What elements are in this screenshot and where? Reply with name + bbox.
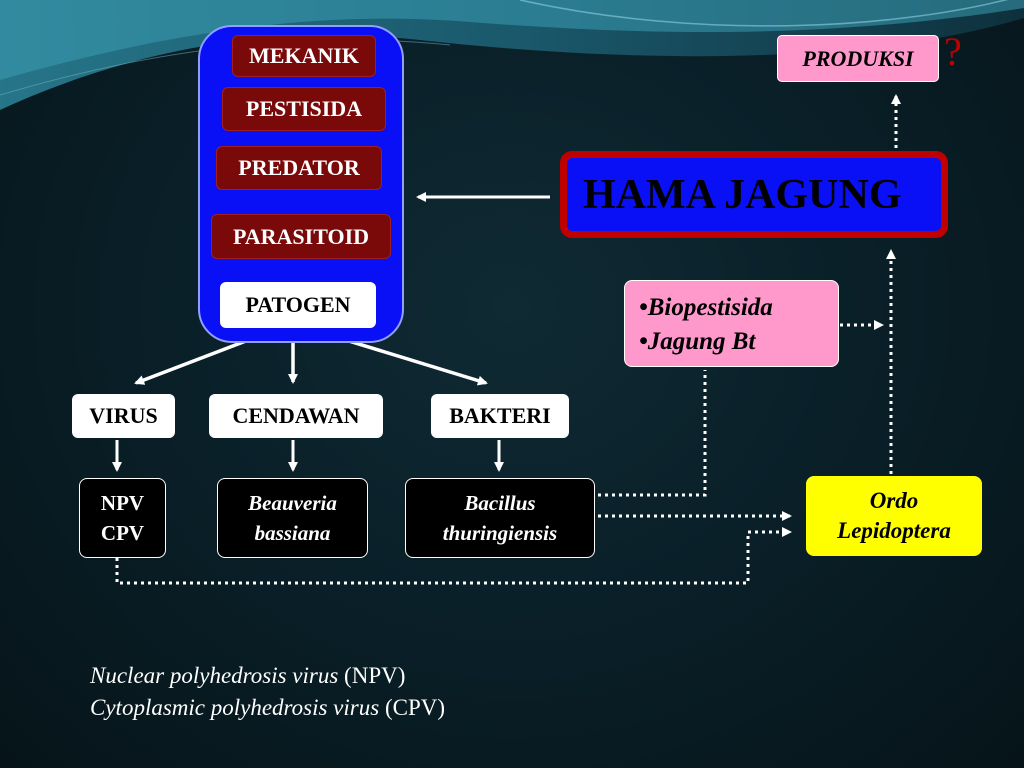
- agent-npv: NPV: [100, 491, 145, 515]
- footnote-cpv-abbr: (CPV): [379, 695, 445, 720]
- dotted-bacillus-to-biopestisida: [598, 370, 707, 497]
- footnote-npv-term: Nuclear polyhedrosis virus: [90, 663, 339, 688]
- question-mark: ?: [944, 29, 962, 74]
- biopestisida-box[interactable]: •Biopestisida •Jagung Bt: [624, 280, 839, 367]
- footnote-cpv-term: Cytoplasmic polyhedrosis virus: [90, 695, 380, 720]
- footnote-npv-abbr: (NPV): [338, 663, 406, 688]
- agent-bacillus-genus: Bacillus: [464, 491, 536, 515]
- type-cendawan[interactable]: CENDAWAN: [209, 394, 383, 438]
- type-bakteri[interactable]: BAKTERI: [431, 394, 569, 438]
- produksi-node[interactable]: PRODUKSI: [777, 35, 939, 82]
- agent-npv-cpv[interactable]: NPV CPV: [79, 478, 166, 558]
- agent-bacillus-species: thuringiensis: [442, 521, 558, 545]
- agent-beauveria-species: bassiana: [254, 521, 331, 545]
- type-virus[interactable]: VIRUS: [72, 394, 175, 438]
- lepidoptera-label: Lepidoptera: [837, 518, 951, 543]
- dotted-npv-to-lepidoptera: [115, 527, 792, 585]
- agent-beauveria-genus: Beauveria: [248, 491, 337, 515]
- footnote-cpv: Cytoplasmic polyhedrosis virus (CPV): [90, 692, 445, 724]
- agent-bacillus-thuringiensis[interactable]: Bacillus thuringiensis: [405, 478, 595, 558]
- method-mekanik[interactable]: MEKANIK: [232, 35, 376, 77]
- product-biopestisida: •Biopestisida: [639, 294, 773, 321]
- hama-jagung-node[interactable]: HAMA JAGUNG: [560, 151, 948, 238]
- method-predator[interactable]: PREDATOR: [216, 146, 382, 190]
- method-pestisida[interactable]: PESTISIDA: [222, 87, 386, 131]
- footnotes: Nuclear polyhedrosis virus (NPV) Cytopla…: [90, 660, 445, 724]
- ordo-lepidoptera-node[interactable]: Ordo Lepidoptera: [806, 476, 982, 556]
- agent-beauveria-bassiana[interactable]: Beauveria bassiana: [217, 478, 368, 558]
- footnote-npv: Nuclear polyhedrosis virus (NPV): [90, 660, 445, 692]
- product-jagung-bt: •Jagung Bt: [639, 328, 756, 355]
- ordo-label: Ordo: [869, 488, 919, 513]
- method-parasitoid[interactable]: PARASITOID: [211, 214, 391, 259]
- method-patogen[interactable]: PATOGEN: [220, 282, 376, 328]
- agent-cpv: CPV: [100, 521, 145, 545]
